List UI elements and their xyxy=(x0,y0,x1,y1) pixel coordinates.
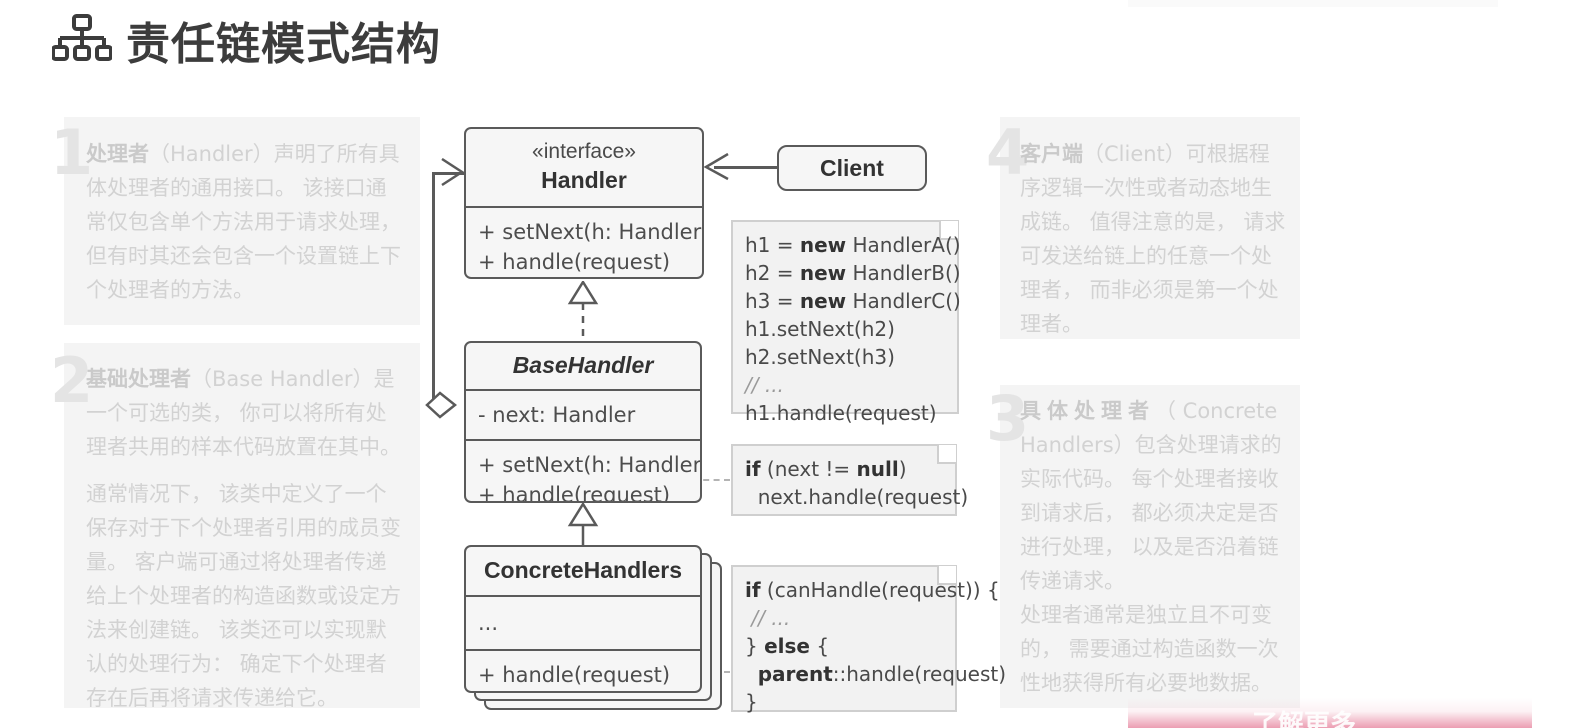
note-fold-corner-icon xyxy=(937,445,956,464)
client-code-line-4: h2.setNext(h3) xyxy=(745,345,895,369)
top-decoration-band xyxy=(1128,0,1498,7)
note-base-handler-code-body: if (next != null) next.handle(request) xyxy=(733,446,969,520)
panel-4-term: 客户端 xyxy=(1020,142,1083,166)
panel-3-term-en: （ Concrete Handlers） xyxy=(1020,399,1278,457)
base-handler-header: BaseHandler xyxy=(466,343,700,389)
uml-class-concrete-handlers[interactable]: ConcreteHandlers ... + handle(request) xyxy=(464,545,702,693)
aggregation-vertical-line xyxy=(432,172,435,406)
note-client-code-body: h1 = new HandlerA() h2 = new HandlerB() … xyxy=(733,222,961,436)
panel-4-background xyxy=(1000,117,1300,339)
panel-2-number: 2 xyxy=(50,344,94,417)
uml-class-handler[interactable]: «interface» Handler + setNext(h: Handler… xyxy=(464,127,704,279)
base-code-line-0: if (next != null) xyxy=(745,457,907,481)
note-fold-corner-icon xyxy=(937,566,956,585)
panel-2-term: 基础处理者 xyxy=(86,367,191,391)
client-to-handler-line xyxy=(714,166,778,169)
concrete-handlers-header: ConcreteHandlers xyxy=(466,547,700,595)
note-fold-corner-icon xyxy=(939,221,958,240)
concrete-code-line-1: // ... xyxy=(751,606,791,630)
panel-2-background xyxy=(64,343,420,708)
client-code-line-5: // ... xyxy=(745,373,784,397)
panel-1-background xyxy=(64,117,420,325)
concrete-code-line-0: if (canHandle(request)) { xyxy=(745,578,1000,602)
panel-4-body: 可根据程序逻辑一次性或者动态地生成链。 值得注意的是， 请求可发送给链上的任意一… xyxy=(1020,142,1286,336)
panel-3-body: 包含处理请求的实际代码。 每个处理者接收到请求后， 都必须决定是否进行处理， 以… xyxy=(1020,433,1282,593)
panel-4-text: 客户端（Client）可根据程序逻辑一次性或者动态地生成链。 值得注意的是， 请… xyxy=(1020,137,1286,341)
base-handler-field-0: - next: Handler xyxy=(478,403,636,427)
base-handler-methods: + setNext(h: Handler) + handle(request) xyxy=(466,439,702,503)
client-to-handler-arrow-head xyxy=(703,153,729,181)
concrete-handlers-methods: + handle(request) xyxy=(466,649,700,691)
note-client-code: h1 = new HandlerA() h2 = new HandlerB() … xyxy=(731,220,961,425)
panel-1-text: 处理者（Handler）声明了所有具体处理者的通用接口。 该接口通常仅包含单个方… xyxy=(86,137,404,307)
panel-2-text-second: 通常情况下， 该类中定义了一个保存对于下个处理者引用的成员变量。 客户端可通过将… xyxy=(86,482,401,710)
panel-3-background xyxy=(1000,385,1300,708)
base-handler-name: BaseHandler xyxy=(512,352,654,378)
base-handler-fields: - next: Handler xyxy=(466,389,700,439)
base-handler-method-0: + setNext(h: Handler) xyxy=(478,453,702,477)
handler-name: Handler xyxy=(541,167,627,193)
note-base-handler-code: if (next != null) next.handle(request) xyxy=(731,444,968,516)
handler-method-1: + handle(request) xyxy=(478,250,671,274)
panel-2-text: 基础处理者（Base Handler）是一个可选的类， 你可以将所有处理者共用的… xyxy=(86,362,404,464)
uml-class-client[interactable]: Client xyxy=(777,145,927,191)
aggregation-arrow-head xyxy=(441,158,465,187)
aggregation-top-line xyxy=(432,172,466,175)
org-chart-icon xyxy=(51,14,113,66)
client-code-line-6: h1.handle(request) xyxy=(745,401,937,425)
panel-3-text-second: 处理者通常是独立且不可变的， 需要通过构造函数一次性地获得所有必要地数据。 xyxy=(1020,603,1279,695)
handler-stereotype: «interface» xyxy=(532,140,636,163)
panel-1-term-en: （Handler） xyxy=(149,142,274,166)
panel-3-text: 具体处理者（ Concrete Handlers）包含处理请求的实际代码。 每个… xyxy=(1020,394,1286,598)
panel-4-number: 4 xyxy=(986,116,1030,189)
base-handler-method-1: + handle(request) xyxy=(478,483,671,503)
client-code-line-0: h1 = new HandlerA() xyxy=(745,233,961,257)
concrete-code-line-4: } xyxy=(745,690,758,714)
handler-methods: + setNext(h: Handler) + handle(request) xyxy=(466,206,704,277)
client-name: Client xyxy=(820,155,884,181)
note-concrete-handler-code-body: if (canHandle(request)) { // ... } else … xyxy=(733,567,1007,725)
handler-method-0: + setNext(h: Handler) xyxy=(478,220,704,244)
client-code-line-3: h1.setNext(h2) xyxy=(745,317,895,341)
page-title: 责任链模式结构 xyxy=(126,19,441,70)
panel-2-body: 是一个可选的类， 你可以将所有处理者共用的样本代码放置在其中。 xyxy=(86,367,401,459)
banner-gradient xyxy=(1128,698,1532,728)
inheritance-connector-concrete-to-base xyxy=(567,503,599,551)
learn-more-banner[interactable]: 了解更多…… xyxy=(1128,698,1532,728)
client-code-line-1: h2 = new HandlerB() xyxy=(745,261,961,285)
panel-4-term-en: （Client） xyxy=(1083,142,1186,166)
panel-1-term: 处理者 xyxy=(86,142,149,166)
concrete-handlers-name: ConcreteHandlers xyxy=(483,557,683,583)
concrete-code-line-3: parent::handle(request) xyxy=(757,662,1007,686)
banner-label: 了解更多…… xyxy=(1251,710,1408,728)
client-code-line-2: h3 = new HandlerC() xyxy=(745,289,961,313)
concrete-code-line-2: } else { xyxy=(745,634,830,658)
page-header: 责任链模式结构 xyxy=(51,8,441,72)
panel-1-body: 声明了所有具体处理者的通用接口。 该接口通常仅包含单个方法用于请求处理， 但有时… xyxy=(86,142,401,302)
panel-2-term-en: （Base Handler） xyxy=(191,367,374,391)
note-concrete-handler-code: if (canHandle(request)) { // ... } else … xyxy=(731,565,1006,714)
uml-class-base-handler[interactable]: BaseHandler - next: Handler + setNext(h:… xyxy=(464,341,702,503)
panel-3-term: 具体处理者 xyxy=(1020,399,1155,423)
panel-1-number: 1 xyxy=(50,116,94,189)
concrete-handlers-fields: ... xyxy=(466,595,700,649)
concrete-handlers-method-0: + handle(request) xyxy=(478,663,671,687)
panel-3-number: 3 xyxy=(986,382,1030,455)
client-header: Client xyxy=(779,147,925,189)
handler-header: «interface» Handler xyxy=(466,129,702,206)
base-code-line-1: next.handle(request) xyxy=(745,485,969,509)
aggregation-diamond xyxy=(425,391,458,419)
concrete-handlers-field-0: ... xyxy=(478,611,499,635)
realization-connector-base-to-handler xyxy=(567,281,599,343)
